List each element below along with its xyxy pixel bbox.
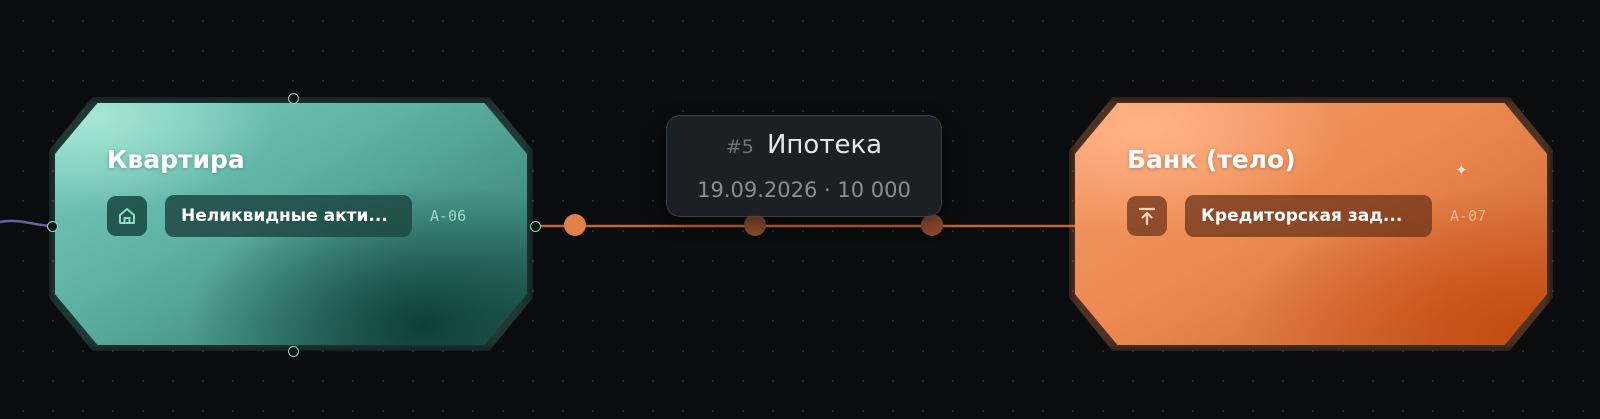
edge-mid-dot <box>744 214 766 236</box>
node-apartment[interactable]: Квартира Неликвидные акти... A-06 <box>49 97 533 351</box>
node-title: Банк (тело) <box>1127 145 1296 174</box>
category-pill[interactable]: Кредиторская зад... <box>1185 195 1432 237</box>
node-title: Квартира <box>107 145 245 174</box>
handle-right[interactable] <box>530 221 541 232</box>
node-code: A-07 <box>1450 207 1487 225</box>
home-icon[interactable] <box>107 196 147 236</box>
handle-top[interactable] <box>288 93 299 104</box>
incoming-edge <box>0 219 54 228</box>
handle-bottom[interactable] <box>288 346 299 357</box>
handle-left[interactable] <box>47 221 58 232</box>
edge-label-card[interactable]: #5 Ипотека 19.09.2026 · 10 000 <box>666 115 942 217</box>
node-code: A-06 <box>430 207 467 225</box>
edge-title-row: #5 Ипотека <box>667 130 941 160</box>
category-pill[interactable]: Неликвидные акти... <box>165 195 412 237</box>
edge-name: Ипотека <box>766 130 883 160</box>
node-bank[interactable]: Банк (тело) ✦ Кредиторская зад... A-07 <box>1069 97 1553 351</box>
edge-source-dot <box>564 214 586 236</box>
edge-number: #5 <box>725 136 754 158</box>
upload-arrow-icon[interactable] <box>1127 196 1167 236</box>
edge-target-dot <box>921 214 943 236</box>
sparkle-icon: ✦ <box>1455 161 1468 179</box>
edge-meta: 19.09.2026 · 10 000 <box>697 178 911 202</box>
